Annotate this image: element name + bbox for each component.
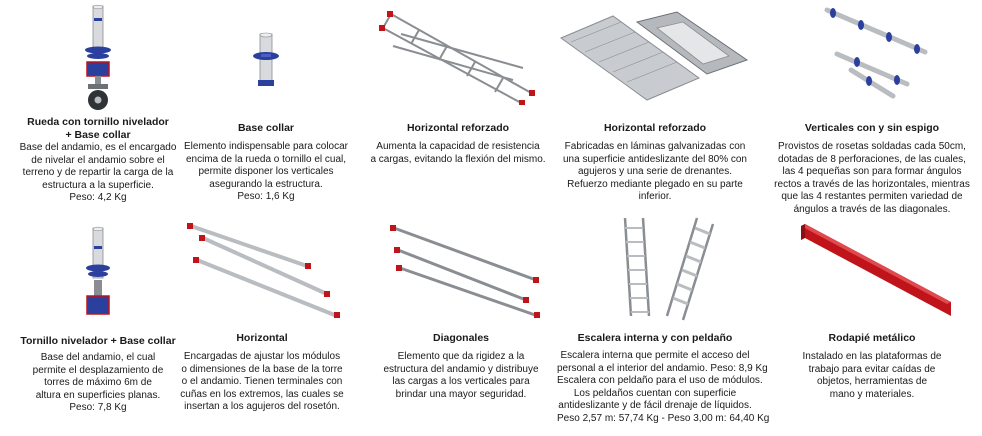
- screw-jack-base-icon: [86, 226, 110, 315]
- diagonal-braces-icon: [390, 225, 540, 318]
- product-description: Instalado en las plataformas de trabajo …: [802, 351, 942, 400]
- product-image: [557, 214, 753, 322]
- product-image: [363, 220, 559, 320]
- product-description: Elemento que da rigidez a la estructura …: [383, 351, 539, 400]
- product-image: [774, 216, 970, 320]
- product-title: Horizontal: [236, 332, 288, 344]
- vertical-standards-icon: [824, 7, 928, 99]
- product-image: [0, 224, 196, 320]
- product-description: Encargadas de ajustar los módulos o dime…: [180, 351, 344, 413]
- product-image: [168, 30, 364, 100]
- reinforced-truss-icon: [379, 11, 535, 105]
- product-image: [774, 4, 970, 104]
- product-description: Aumenta la capacidad de resistencia a ca…: [370, 141, 546, 165]
- product-description: Escalera interna que permite el acceso d…: [557, 350, 770, 424]
- product-image: [360, 6, 556, 106]
- caster-wheel-leveler-icon: [85, 4, 111, 110]
- product-title: Horizontal reforzado: [406, 122, 510, 134]
- platform-deck-icon: [559, 11, 749, 101]
- product-description: Fabricadas en láminas galvanizadas con u…: [562, 141, 747, 203]
- base-collar-icon: [253, 32, 279, 86]
- product-image: [557, 8, 753, 104]
- product-image: [0, 4, 196, 112]
- ladder-stairs-icon: [623, 217, 715, 321]
- product-title: Base collar: [237, 122, 295, 134]
- product-title: Diagonales: [432, 332, 490, 344]
- product-description: Base del andamio, es el encargado de niv…: [19, 142, 177, 204]
- product-image: [164, 218, 360, 320]
- product-description: Provistos de rosetas soldadas cada 50cm,…: [774, 141, 970, 215]
- toe-board-icon: [801, 224, 951, 316]
- product-title: Horizontal reforzado: [603, 122, 707, 134]
- product-title: Rueda con tornillo nivelador + Base coll…: [27, 116, 169, 141]
- product-description: Elemento indispensable para colocar enci…: [184, 141, 348, 203]
- product-title: Rodapié metálico: [828, 332, 916, 344]
- product-title: Verticales con y sin espigo: [804, 122, 940, 134]
- horizontal-ledgers-icon: [187, 223, 340, 318]
- product-title: Tornillo nivelador + Base collar: [20, 335, 176, 347]
- product-title: Escalera interna y con peldaño: [577, 332, 733, 344]
- product-description: Base del andamio, el cual permite el des…: [32, 352, 164, 414]
